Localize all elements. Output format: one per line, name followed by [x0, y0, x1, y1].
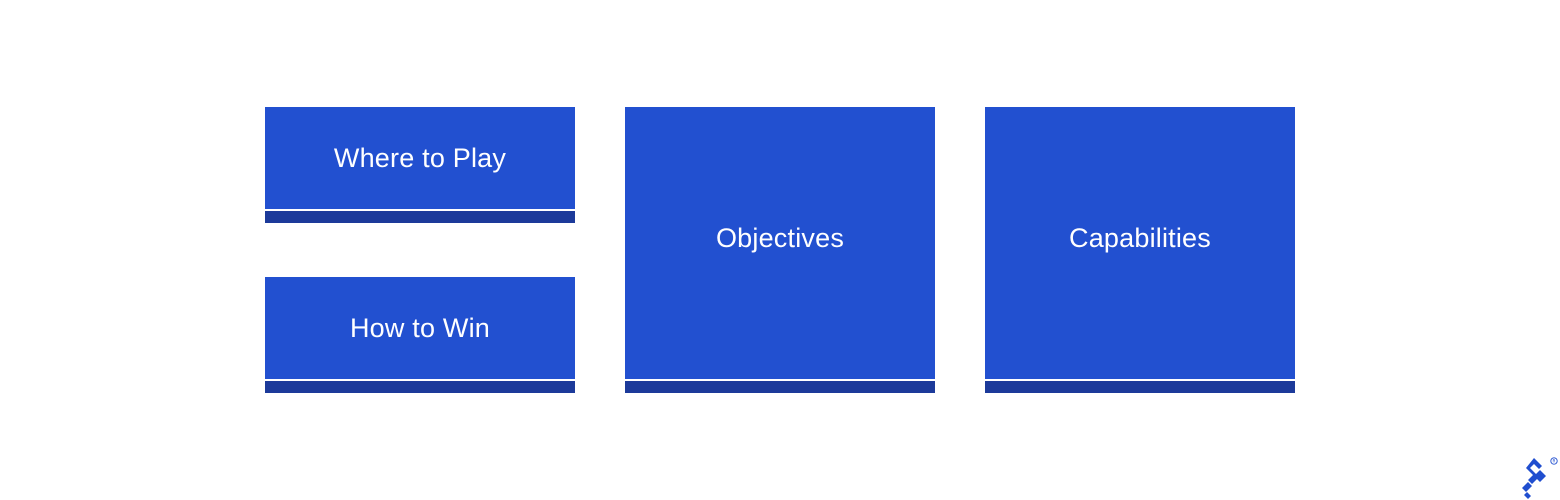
- where-to-play-base: [265, 211, 575, 223]
- how-to-win-base: [265, 381, 575, 393]
- svg-text:R: R: [1553, 459, 1556, 464]
- toptal-logo-icon: R: [1522, 457, 1558, 499]
- objectives-label: Objectives: [625, 107, 935, 379]
- objectives-base: [625, 381, 935, 393]
- capabilities-block: Capabilities: [985, 107, 1295, 393]
- where-to-play-block: Where to Play: [265, 107, 575, 223]
- capabilities-base: [985, 381, 1295, 393]
- capabilities-label: Capabilities: [985, 107, 1295, 379]
- objectives-block: Objectives: [625, 107, 935, 393]
- how-to-win-block: How to Win: [265, 277, 575, 393]
- where-to-play-label: Where to Play: [265, 107, 575, 209]
- how-to-win-label: How to Win: [265, 277, 575, 379]
